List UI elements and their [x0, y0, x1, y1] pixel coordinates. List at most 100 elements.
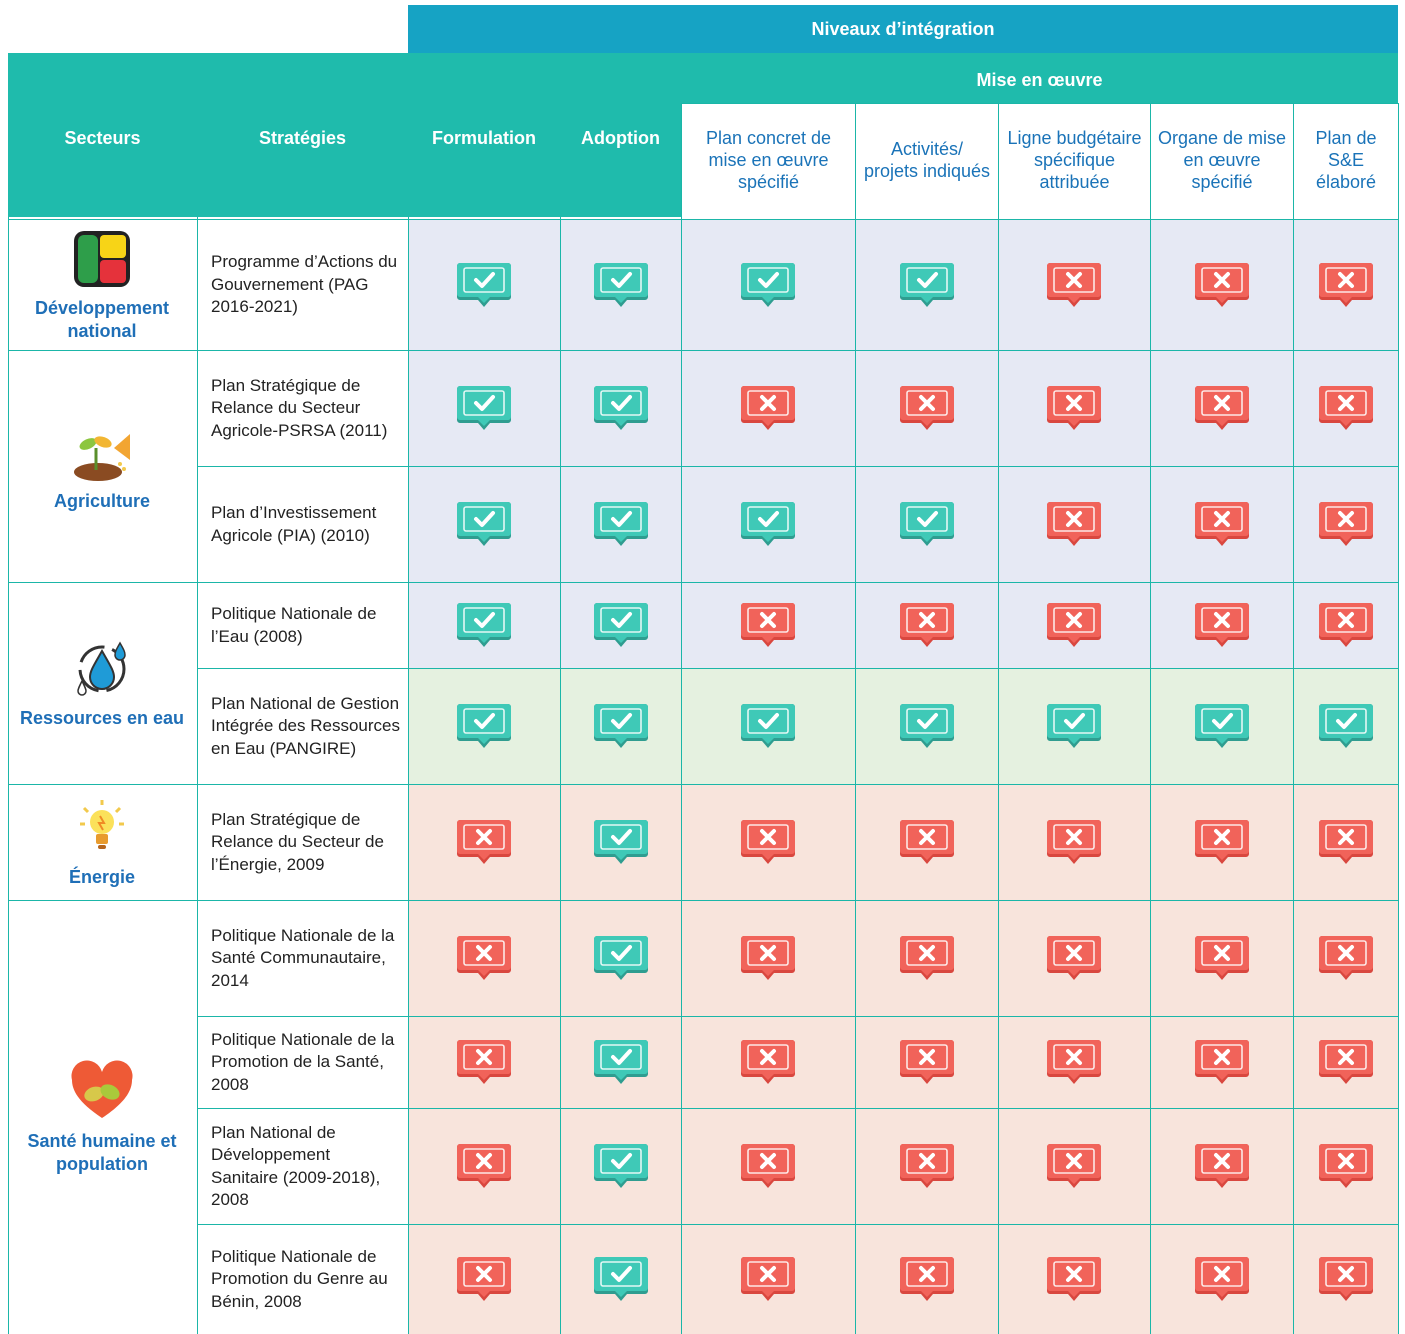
cross-icon: [1193, 261, 1251, 313]
cross-icon: [1317, 934, 1375, 986]
cross-icon: [898, 384, 956, 436]
strategy-cell: Plan National de Développement Sanitaire…: [198, 1109, 408, 1224]
check-icon: [739, 702, 797, 754]
cross-icon: [1193, 601, 1251, 653]
check-icon: [592, 384, 650, 436]
cross-icon: [1317, 818, 1375, 870]
grid-line: [8, 582, 1398, 583]
check-icon: [592, 500, 650, 552]
strategy-label: Plan National de Gestion Intégrée des Re…: [211, 693, 400, 758]
cross-icon: [898, 601, 956, 653]
subcolumn-header: Plan concret de mise en œuvre spécifié: [681, 103, 855, 217]
strategies-header: Stratégies: [258, 127, 347, 148]
secteurs-header: Secteurs: [64, 127, 141, 148]
seedling-icon: [70, 420, 134, 484]
grid-line: [8, 350, 1398, 351]
strategy-label: Plan d’Investissement Agricole (PIA) (20…: [211, 503, 377, 545]
grid-line: [197, 1108, 1398, 1109]
sector-cell: Ressources en eau: [8, 583, 196, 784]
sector-cell: Agriculture: [8, 351, 196, 582]
grid-line: [681, 217, 682, 1334]
cross-icon: [1317, 1142, 1375, 1194]
cross-icon: [1045, 500, 1103, 552]
grid-line: [197, 1016, 1398, 1017]
cross-icon: [739, 934, 797, 986]
check-icon: [592, 1142, 650, 1194]
mise-en-oeuvre-header: Mise en œuvre: [976, 69, 1103, 90]
cross-icon: [1045, 934, 1103, 986]
cross-icon: [455, 1038, 513, 1090]
adoption-header: Adoption: [581, 127, 660, 148]
cross-icon: [739, 1038, 797, 1090]
grid-line: [197, 217, 198, 1334]
grid-line: [8, 900, 1398, 901]
cross-icon: [1045, 1255, 1103, 1307]
subcolumn-header: Activités/ projets indiqués: [855, 103, 998, 217]
strategy-cell: Politique Nationale de Promotion du Genr…: [198, 1225, 408, 1334]
niveaux-header: Niveaux d’intégration: [408, 5, 1398, 53]
cross-icon: [1317, 500, 1375, 552]
check-icon: [1045, 702, 1103, 754]
strategy-cell: Plan d’Investissement Agricole (PIA) (20…: [198, 467, 408, 582]
grid-line: [681, 103, 1398, 104]
cross-icon: [739, 384, 797, 436]
strategy-label: Politique Nationale de l’Eau (2008): [211, 604, 377, 646]
cross-icon: [898, 1038, 956, 1090]
cross-icon: [1317, 261, 1375, 313]
cross-icon: [1317, 1038, 1375, 1090]
sector-label: Santé humaine et population: [27, 1130, 177, 1174]
check-icon: [1193, 702, 1251, 754]
cross-icon: [1193, 934, 1251, 986]
cross-icon: [1193, 818, 1251, 870]
cross-icon: [739, 601, 797, 653]
grid-line: [1398, 103, 1399, 1334]
cross-icon: [1045, 1038, 1103, 1090]
grid-line: [8, 219, 1398, 220]
cross-icon: [1045, 384, 1103, 436]
cross-icon: [1193, 1038, 1251, 1090]
sector-label: Développement national: [34, 298, 170, 341]
check-icon: [898, 261, 956, 313]
check-icon: [898, 500, 956, 552]
strategy-cell: Politique Nationale de l’Eau (2008): [198, 583, 408, 668]
check-icon: [592, 934, 650, 986]
grid-line: [8, 217, 9, 1334]
cross-icon: [1045, 261, 1103, 313]
cross-icon: [739, 1255, 797, 1307]
sector-label: Énergie: [68, 867, 136, 887]
sector-cell: Santé humaine et population: [8, 901, 196, 1334]
strategy-cell: Plan Stratégique de Relance du Secteur A…: [198, 351, 408, 466]
cross-icon: [455, 818, 513, 870]
sector-label: Agriculture: [53, 491, 150, 511]
check-icon: [592, 601, 650, 653]
check-icon: [592, 1255, 650, 1307]
check-icon: [455, 261, 513, 313]
cross-icon: [739, 1142, 797, 1194]
check-icon: [592, 261, 650, 313]
strategy-cell: Politique Nationale de la Santé Communau…: [198, 901, 408, 1016]
grid-line: [197, 466, 1398, 467]
benin-flag-icon: [70, 227, 134, 291]
check-icon: [739, 500, 797, 552]
cross-icon: [1317, 384, 1375, 436]
cross-icon: [1193, 1255, 1251, 1307]
check-icon: [455, 500, 513, 552]
check-icon: [739, 261, 797, 313]
lightbulb-icon: [70, 796, 134, 860]
check-icon: [898, 702, 956, 754]
cross-icon: [1045, 818, 1103, 870]
grid-line: [408, 217, 409, 1334]
sector-cell: Énergie: [8, 785, 196, 900]
check-icon: [1317, 702, 1375, 754]
grid-line: [1293, 217, 1294, 1334]
check-icon: [592, 702, 650, 754]
grid-line: [8, 784, 1398, 785]
cross-icon: [1317, 1255, 1375, 1307]
grid-line: [1150, 217, 1151, 1334]
cross-icon: [455, 934, 513, 986]
water-cycle-icon: [70, 637, 134, 701]
grid-line: [197, 668, 1398, 669]
strategy-label: Politique Nationale de la Santé Communau…: [211, 925, 395, 990]
cross-icon: [455, 1255, 513, 1307]
cross-icon: [898, 934, 956, 986]
